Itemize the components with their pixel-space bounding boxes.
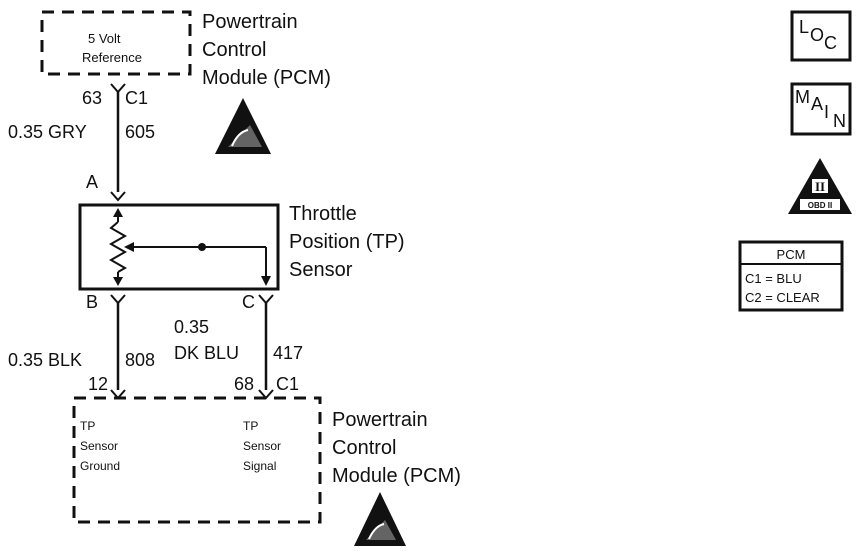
pcm-legend-row: C2 = CLEAR (745, 290, 820, 305)
pin-a-connector-symbol (110, 191, 126, 202)
reference-wire-circuit: 605 (125, 122, 155, 142)
top-pcm-box-line1: 5 Volt (88, 31, 121, 46)
ground-wire-spec: 0.35 BLK (8, 350, 82, 370)
obd-ii-numeral: II (815, 179, 825, 194)
signal-function-line1: TP (243, 419, 258, 433)
top-connector-id: C1 (125, 88, 148, 108)
signal-pin-number: 68 (234, 374, 254, 394)
main-icon-letter: M (795, 87, 810, 107)
reference-wire-spec: 0.35 GRY (8, 122, 87, 142)
top-pcm-label-line3: Module (PCM) (202, 67, 331, 89)
bottom-pcm-box (72, 396, 322, 524)
pin-b-label: B (86, 292, 98, 312)
sensor-label-line2: Position (TP) (289, 231, 405, 253)
top-pcm-label-line1: Powertrain (202, 11, 298, 33)
main-icon-letter: I (824, 102, 829, 122)
signal-wire-spec-line1: 0.35 (174, 317, 209, 337)
ground-function-line1: TP (80, 419, 95, 433)
pcm-connector-legend: PCM C1 = BLU C2 = CLEAR (738, 240, 844, 312)
pin-a-label: A (86, 172, 98, 192)
bottom-pcm-label-line1: Powertrain (332, 409, 428, 431)
ground-pin-number: 12 (88, 374, 108, 394)
loc-icon-letter: O (810, 25, 824, 45)
signal-wire-circuit: 417 (273, 343, 303, 363)
top-pcm-label-line2: Control (202, 39, 266, 61)
ground-function-line3: Ground (80, 459, 120, 473)
sensor-label-line3: Sensor (289, 259, 353, 281)
signal-wire-spec-line2: DK BLU (174, 343, 239, 363)
top-pcm-box (40, 10, 192, 76)
pcm-legend-title: PCM (777, 247, 806, 262)
pin-c-connector-symbol (258, 294, 274, 305)
ground-wire-circuit: 808 (125, 350, 155, 370)
main-icon-letter: A (811, 94, 823, 114)
tp-sensor-box (78, 203, 280, 291)
obd-ii-text: OBD II (808, 201, 832, 210)
potentiometer-resistor (108, 208, 128, 286)
esd-warning-icon (354, 492, 406, 546)
bottom-pcm-label-line2: Control (332, 437, 396, 459)
top-pin-number: 63 (82, 88, 102, 108)
bottom-connector-id: C1 (276, 374, 299, 394)
main-icon-letter: N (833, 111, 846, 131)
sensor-label-line1: Throttle (289, 203, 357, 225)
main-icon[interactable]: M A I N (790, 82, 852, 136)
loc-icon-letter: L (799, 17, 809, 37)
ground-function-line2: Sensor (80, 439, 118, 453)
top-connector-symbol (110, 83, 126, 94)
esd-warning-icon (215, 98, 271, 154)
pcm-legend-row: C1 = BLU (745, 271, 802, 286)
loc-icon-letter: C (824, 33, 837, 53)
bottom-pcm-label-line3: Module (PCM) (332, 465, 461, 487)
pin-c-label: C (242, 292, 255, 312)
potentiometer-wiper (124, 242, 271, 286)
signal-function-line3: Signal (243, 459, 276, 473)
signal-function-line2: Sensor (243, 439, 281, 453)
obd-ii-icon[interactable]: II OBD II (788, 158, 852, 214)
pin-b-connector-symbol (110, 294, 126, 305)
loc-icon[interactable]: L O C (790, 10, 852, 62)
top-pcm-box-line2: Reference (82, 50, 142, 65)
